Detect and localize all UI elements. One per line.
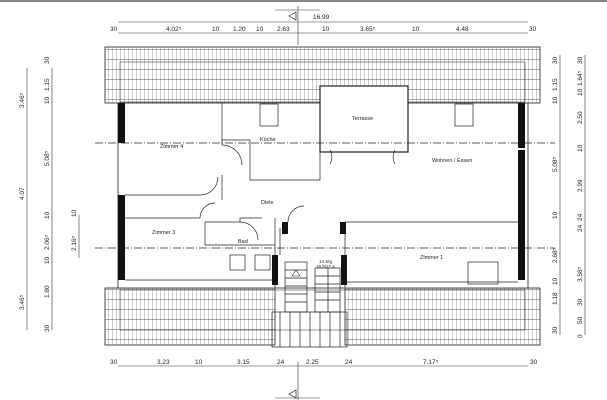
svg-text:3.46⁵: 3.46⁵ bbox=[19, 92, 26, 108]
svg-text:10: 10 bbox=[44, 96, 51, 104]
wall bbox=[272, 255, 278, 285]
svg-text:30: 30 bbox=[44, 56, 51, 64]
room-label-diele: Diele bbox=[261, 200, 274, 206]
svg-text:1.15: 1.15 bbox=[552, 78, 559, 91]
svg-text:30: 30 bbox=[577, 56, 584, 64]
svg-text:30: 30 bbox=[552, 56, 559, 64]
roof-bottom-right bbox=[344, 287, 541, 346]
svg-text:2.06⁵: 2.06⁵ bbox=[44, 234, 51, 250]
svg-text:2.16⁵: 2.16⁵ bbox=[71, 235, 78, 251]
svg-text:10: 10 bbox=[552, 211, 559, 219]
dims-bottom: 30 3.23 10 3.15 24 2.25 24 7.17⁵ 30 bbox=[110, 359, 538, 366]
roof-bottom-left bbox=[104, 287, 276, 346]
room-label-terrasse: Terrasse bbox=[352, 116, 373, 122]
roof-bottom-inner-line bbox=[119, 289, 526, 331]
window bbox=[229, 254, 246, 271]
window bbox=[254, 254, 271, 271]
svg-text:5.08⁵: 5.08⁵ bbox=[552, 156, 559, 172]
svg-text:10: 10 bbox=[577, 144, 584, 152]
svg-text:2.63: 2.63 bbox=[277, 26, 290, 33]
room-label-zimmer4: Zimmer 4 bbox=[160, 144, 183, 150]
svg-text:3.23: 3.23 bbox=[157, 359, 170, 366]
stair-arrow-icon bbox=[291, 269, 301, 277]
svg-text:3.15: 3.15 bbox=[237, 359, 250, 366]
svg-text:3.65⁵: 3.65⁵ bbox=[360, 26, 376, 33]
window bbox=[454, 103, 474, 127]
window bbox=[259, 103, 279, 127]
dims-left: 3.46⁵ 4.07 3.46⁵ 30 1.15 10 5.08⁵ 10 2.0… bbox=[19, 56, 78, 332]
room-label-wohnen: Wohnen / Essen bbox=[432, 158, 472, 164]
svg-text:10: 10 bbox=[552, 96, 559, 104]
svg-text:1.64⁵: 1.64⁵ bbox=[577, 70, 584, 86]
svg-text:2.99: 2.99 bbox=[577, 179, 584, 192]
door-swings bbox=[199, 144, 396, 241]
svg-text:10: 10 bbox=[71, 209, 78, 217]
window-top-border bbox=[0, 0, 607, 2]
svg-text:10: 10 bbox=[412, 26, 420, 33]
terrace bbox=[319, 85, 409, 153]
stair-ratio: 19,5/27,4 bbox=[316, 264, 335, 269]
dim-overall: 16.99 bbox=[313, 14, 330, 21]
svg-text:4.02⁵: 4.02⁵ bbox=[166, 26, 182, 33]
svg-text:10: 10 bbox=[195, 359, 203, 366]
svg-text:10: 10 bbox=[256, 26, 264, 33]
wall bbox=[282, 222, 288, 234]
svg-text:30: 30 bbox=[110, 359, 118, 366]
svg-text:2.25: 2.25 bbox=[306, 359, 319, 366]
svg-text:24: 24 bbox=[577, 213, 584, 221]
room-label-bad: Bad bbox=[238, 239, 248, 245]
svg-text:10: 10 bbox=[322, 26, 330, 33]
svg-text:2.68⁵: 2.68⁵ bbox=[552, 247, 559, 263]
svg-text:1.15: 1.15 bbox=[44, 78, 51, 91]
svg-text:30: 30 bbox=[44, 324, 51, 332]
svg-text:1.80: 1.80 bbox=[44, 285, 51, 298]
svg-text:5.08⁵: 5.08⁵ bbox=[44, 150, 51, 166]
wall bbox=[518, 103, 525, 148]
dims-top: 30 4.02⁵ 10 1.20 10 2.63 10 3.65⁵ 10 4.4… bbox=[110, 26, 537, 33]
room-label-zimmer1: Zimmer 1 bbox=[420, 255, 443, 261]
svg-text:1.18: 1.18 bbox=[552, 292, 559, 305]
svg-text:50: 50 bbox=[577, 316, 584, 324]
svg-text:4.07: 4.07 bbox=[19, 187, 26, 200]
room-label-kueche: Küche bbox=[260, 137, 276, 143]
section-marker-icon bbox=[288, 389, 297, 399]
svg-text:30: 30 bbox=[552, 326, 559, 334]
wall bbox=[118, 103, 125, 143]
wall bbox=[518, 150, 525, 280]
window bbox=[467, 261, 499, 285]
svg-text:0: 0 bbox=[577, 334, 584, 338]
stair-steps: 14 Stg bbox=[319, 259, 333, 264]
svg-text:30: 30 bbox=[530, 359, 538, 366]
svg-text:24: 24 bbox=[345, 359, 353, 366]
svg-text:4.48: 4.48 bbox=[456, 26, 469, 33]
svg-text:30: 30 bbox=[110, 26, 118, 33]
interior-walls bbox=[125, 103, 518, 288]
svg-text:2.50: 2.50 bbox=[577, 111, 584, 124]
wall bbox=[340, 222, 346, 234]
svg-text:10: 10 bbox=[212, 26, 220, 33]
svg-text:24: 24 bbox=[577, 224, 584, 232]
dims-right: 30 1.15 10 5.08⁵ 10 2.68⁵ 10 1.18 30 30 … bbox=[552, 56, 584, 338]
svg-text:10: 10 bbox=[44, 211, 51, 219]
svg-text:3.46⁵: 3.46⁵ bbox=[19, 294, 26, 310]
svg-text:10: 10 bbox=[44, 256, 51, 264]
svg-text:30: 30 bbox=[577, 298, 584, 306]
section-line-top bbox=[275, 6, 320, 45]
svg-text:10: 10 bbox=[552, 277, 559, 285]
dim-line bbox=[26, 21, 586, 367]
svg-text:30: 30 bbox=[529, 26, 537, 33]
svg-text:7.17⁵: 7.17⁵ bbox=[423, 359, 439, 366]
section-line-bottom bbox=[275, 362, 320, 400]
svg-text:3.58⁵: 3.58⁵ bbox=[577, 266, 584, 282]
wall bbox=[341, 255, 347, 285]
room-label-zimmer3: Zimmer 3 bbox=[152, 230, 175, 236]
svg-text:10: 10 bbox=[577, 88, 584, 96]
section-marker-icon bbox=[288, 11, 297, 21]
svg-text:1.20: 1.20 bbox=[233, 26, 246, 33]
svg-text:24: 24 bbox=[277, 359, 285, 366]
wall bbox=[118, 195, 125, 280]
